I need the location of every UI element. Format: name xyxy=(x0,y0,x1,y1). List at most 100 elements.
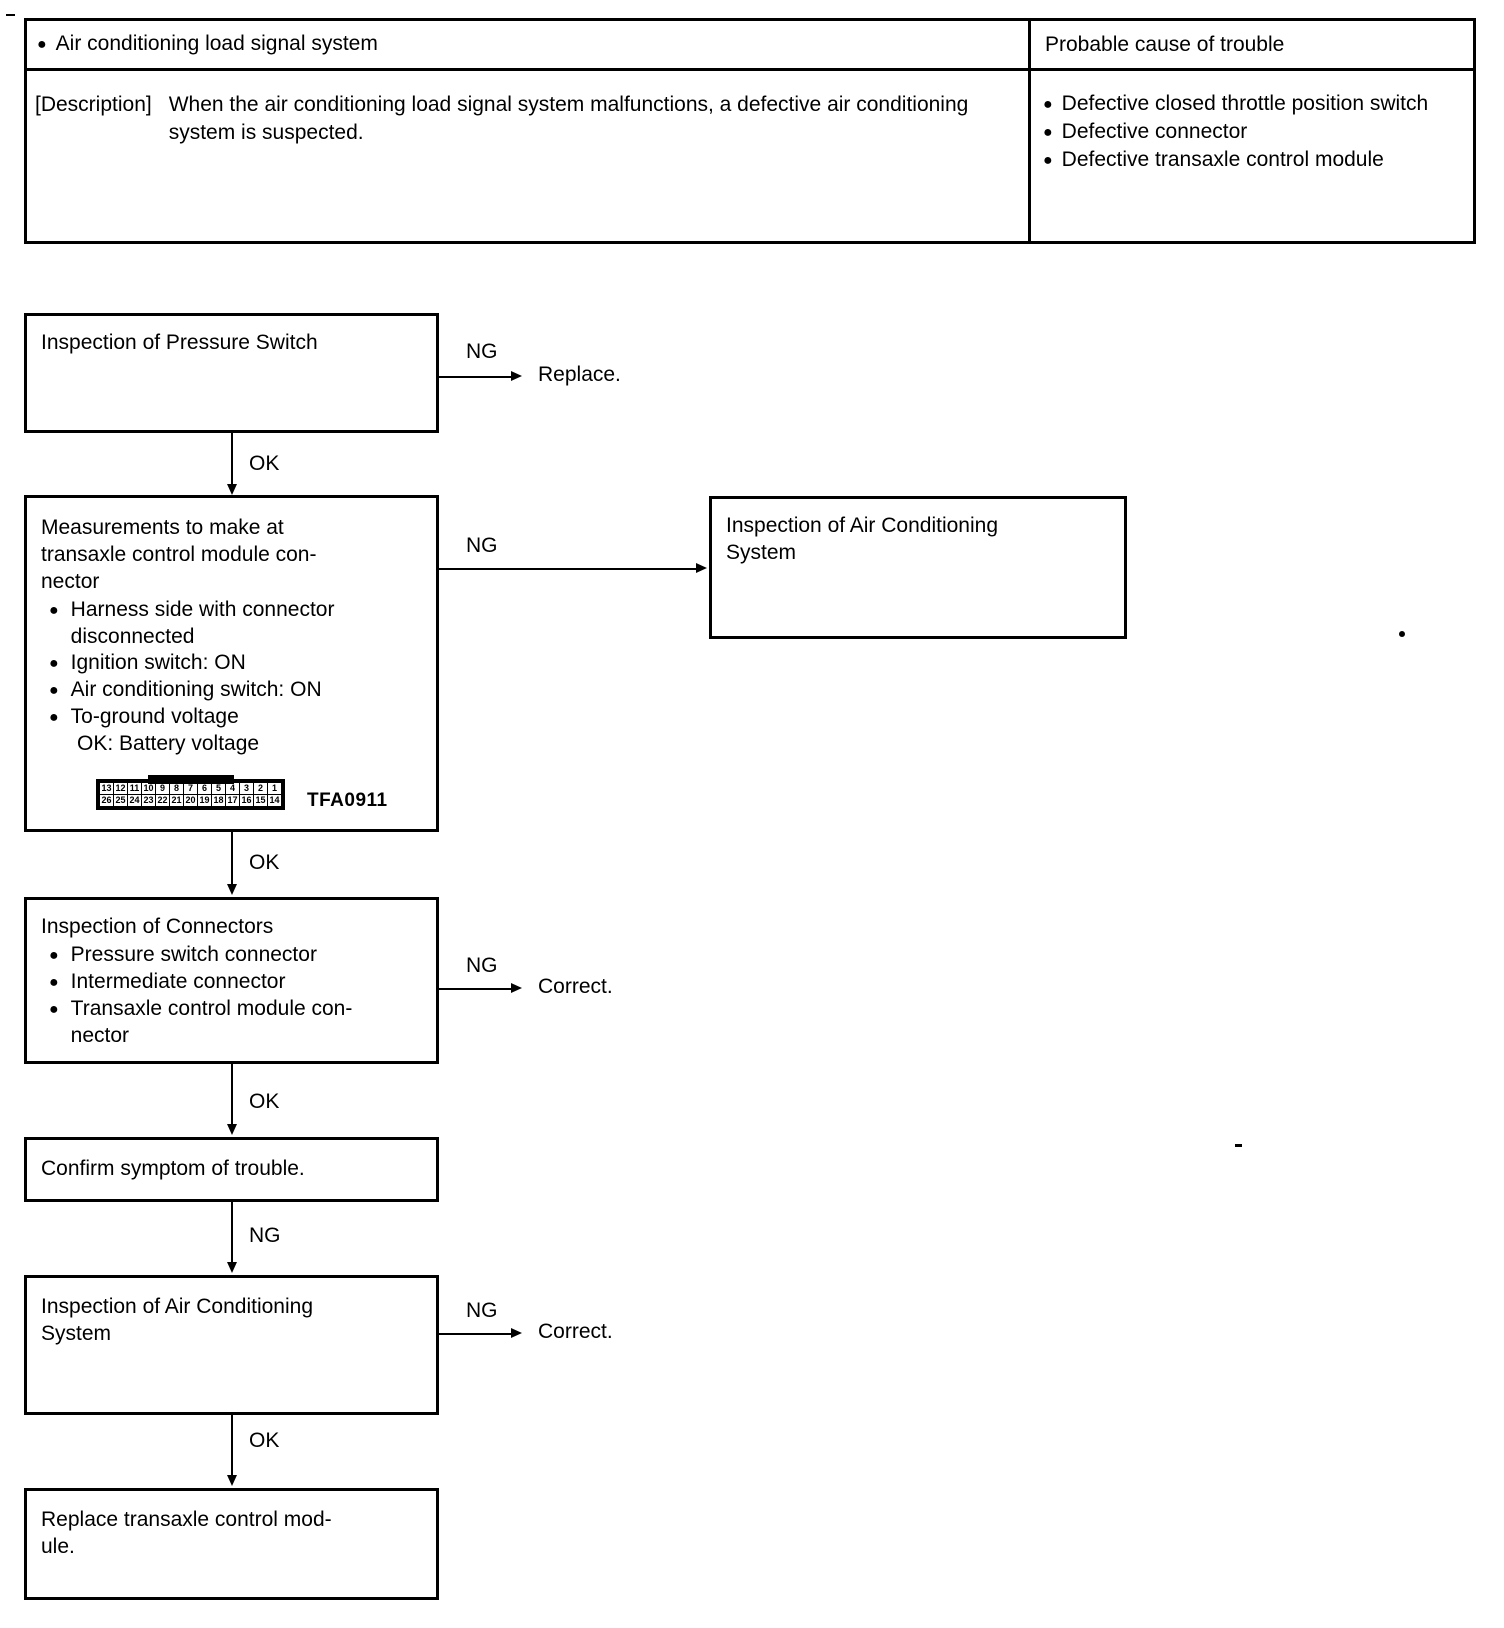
pin-cell: 7 xyxy=(184,783,197,794)
pin-cell: 23 xyxy=(142,795,155,806)
pin-cell: 8 xyxy=(170,783,183,794)
branch-label-ng: NG xyxy=(466,1299,498,1322)
flow-connector-line xyxy=(231,1064,233,1132)
list-item: ● Air conditioning switch: ON xyxy=(41,677,424,704)
bullet-icon: ● xyxy=(1043,151,1053,169)
list-item: ● Ignition switch: ON xyxy=(41,650,424,677)
cause-text: Defective connector xyxy=(1061,119,1248,143)
list-item: ● To-ground voltage xyxy=(41,704,424,731)
cause-text: Defective closed throttle position switc… xyxy=(1061,92,1429,115)
link-label-ok: OK xyxy=(249,452,280,475)
box-title: Confirm symptom of trouble. xyxy=(41,1157,305,1180)
bullet-icon: ● xyxy=(1043,96,1053,113)
connector-pin-row-top: 13 12 11 10 9 8 7 6 5 4 3 2 1 xyxy=(99,782,282,795)
link-label-ok: OK xyxy=(249,1429,280,1452)
pin-cell: 16 xyxy=(240,795,253,806)
bullet-text: Pressure switch connector xyxy=(70,942,317,966)
list-item: ● Transaxle control module con- nector xyxy=(41,996,424,1050)
flow-connector-line xyxy=(231,433,233,492)
bullet-subline: OK: Battery voltage xyxy=(77,732,260,755)
pin-cell: 4 xyxy=(226,783,239,794)
pin-cell: 3 xyxy=(240,783,253,794)
bullet-icon: ● xyxy=(49,682,59,700)
arrowhead-icon xyxy=(227,1124,237,1135)
pin-cell: 1 xyxy=(268,783,281,794)
bullet-text: Transaxle control module con- nector xyxy=(70,996,353,1047)
box-title: Inspection of Air Conditioning System xyxy=(41,1295,314,1345)
pin-cell: 6 xyxy=(198,783,211,794)
connector-pinout-graphic: 13 12 11 10 9 8 7 6 5 4 3 2 1 26 25 24 2… xyxy=(96,775,388,811)
arrowhead-icon xyxy=(227,1475,237,1486)
probable-cause-header-cell: Probable cause of trouble xyxy=(1031,21,1473,68)
bullet-icon: ● xyxy=(49,601,59,619)
link-label-ok: OK xyxy=(249,1090,280,1113)
probable-cause-list: ● Defective closed throttle position swi… xyxy=(1031,71,1473,174)
page-speck xyxy=(1399,631,1405,637)
bullet-text: Ignition switch: ON xyxy=(70,651,246,675)
pin-cell: 12 xyxy=(114,783,127,794)
pin-cell: 24 xyxy=(128,795,141,806)
pin-cell: 18 xyxy=(212,795,225,806)
flow-box-confirm-symptom[interactable]: Confirm symptom of trouble. xyxy=(24,1137,439,1202)
bullet-icon: ● xyxy=(37,36,47,53)
connector-body: 13 12 11 10 9 8 7 6 5 4 3 2 1 26 25 24 2… xyxy=(96,775,285,810)
description-text: When the air conditioning load signal sy… xyxy=(168,93,969,144)
bullet-icon: ● xyxy=(49,973,59,991)
description-cell: [Description] When the air conditioning … xyxy=(27,71,1031,241)
box-title: Inspection of Pressure Switch xyxy=(41,331,318,354)
probable-cause-header-text: Probable cause of trouble xyxy=(1045,33,1285,56)
pin-cell: 9 xyxy=(156,783,169,794)
bullet-icon: ● xyxy=(49,655,59,673)
list-item: ● Pressure switch connector xyxy=(41,942,424,969)
pin-cell: 10 xyxy=(142,783,155,794)
table-body-row: [Description] When the air conditioning … xyxy=(27,71,1473,241)
pin-cell: 21 xyxy=(170,795,183,806)
branch-result-replace: Replace. xyxy=(538,363,621,386)
pin-cell: 20 xyxy=(184,795,197,806)
link-label-ok: OK xyxy=(249,851,280,874)
pin-cell: 26 xyxy=(100,795,113,806)
page-speck xyxy=(1235,1144,1242,1147)
box-title: Inspection of Air Conditioning System xyxy=(726,514,999,564)
bullet-icon: ● xyxy=(49,1000,59,1018)
flow-connector-line xyxy=(231,1202,233,1270)
branch-line xyxy=(439,568,699,570)
flow-box-inspection-ac-system[interactable]: Inspection of Air Conditioning System xyxy=(24,1275,439,1415)
description-label: [Description] xyxy=(35,93,152,116)
flow-connector-line xyxy=(231,1415,233,1483)
flow-box-inspection-pressure-switch[interactable]: Inspection of Pressure Switch xyxy=(24,313,439,433)
bullet-text: Harness side with connector disconnected xyxy=(70,597,335,648)
connector-reference-code: TFA0911 xyxy=(307,790,388,811)
pin-cell: 5 xyxy=(212,783,225,794)
branch-label-ng: NG xyxy=(466,340,498,363)
bullet-icon: ● xyxy=(49,709,59,727)
pin-cell: 15 xyxy=(254,795,267,806)
list-item: ● Defective connector xyxy=(1043,119,1473,146)
branch-result-correct: Correct. xyxy=(538,975,613,998)
box-title: Inspection of Connectors xyxy=(41,915,274,938)
pin-cell: 17 xyxy=(226,795,239,806)
cause-text: Defective transaxle control module xyxy=(1061,147,1384,171)
branch-line xyxy=(439,376,514,378)
flow-box-inspection-connectors[interactable]: Inspection of Connectors ● Pressure swit… xyxy=(24,897,439,1064)
list-item: ● Defective closed throttle position swi… xyxy=(1043,91,1473,118)
registration-mark xyxy=(6,14,15,16)
pin-cell: 19 xyxy=(198,795,211,806)
table-header-row: ● Air conditioning load signal system Pr… xyxy=(27,21,1473,71)
list-item: ● Defective transaxle control module xyxy=(1043,147,1473,174)
box-title: Replace transaxle control mod- ule. xyxy=(41,1508,332,1558)
box-title: Measurements to make at transaxle contro… xyxy=(41,516,317,593)
pin-cell: 14 xyxy=(268,795,281,806)
arrowhead-icon xyxy=(696,563,707,573)
probable-cause-cell: ● Defective closed throttle position swi… xyxy=(1031,71,1473,241)
list-item: ● Harness side with connector disconnect… xyxy=(41,597,424,651)
pin-cell: 13 xyxy=(100,783,113,794)
flow-box-replace-transaxle-control-module[interactable]: Replace transaxle control mod- ule. xyxy=(24,1488,439,1600)
flow-box-inspection-ac-system-right[interactable]: Inspection of Air Conditioning System xyxy=(709,496,1127,639)
branch-label-ng: NG xyxy=(466,954,498,977)
arrowhead-icon xyxy=(227,1262,237,1273)
pin-cell: 25 xyxy=(114,795,127,806)
connector-latch-tab xyxy=(147,775,234,784)
branch-label-ng: NG xyxy=(466,534,498,557)
